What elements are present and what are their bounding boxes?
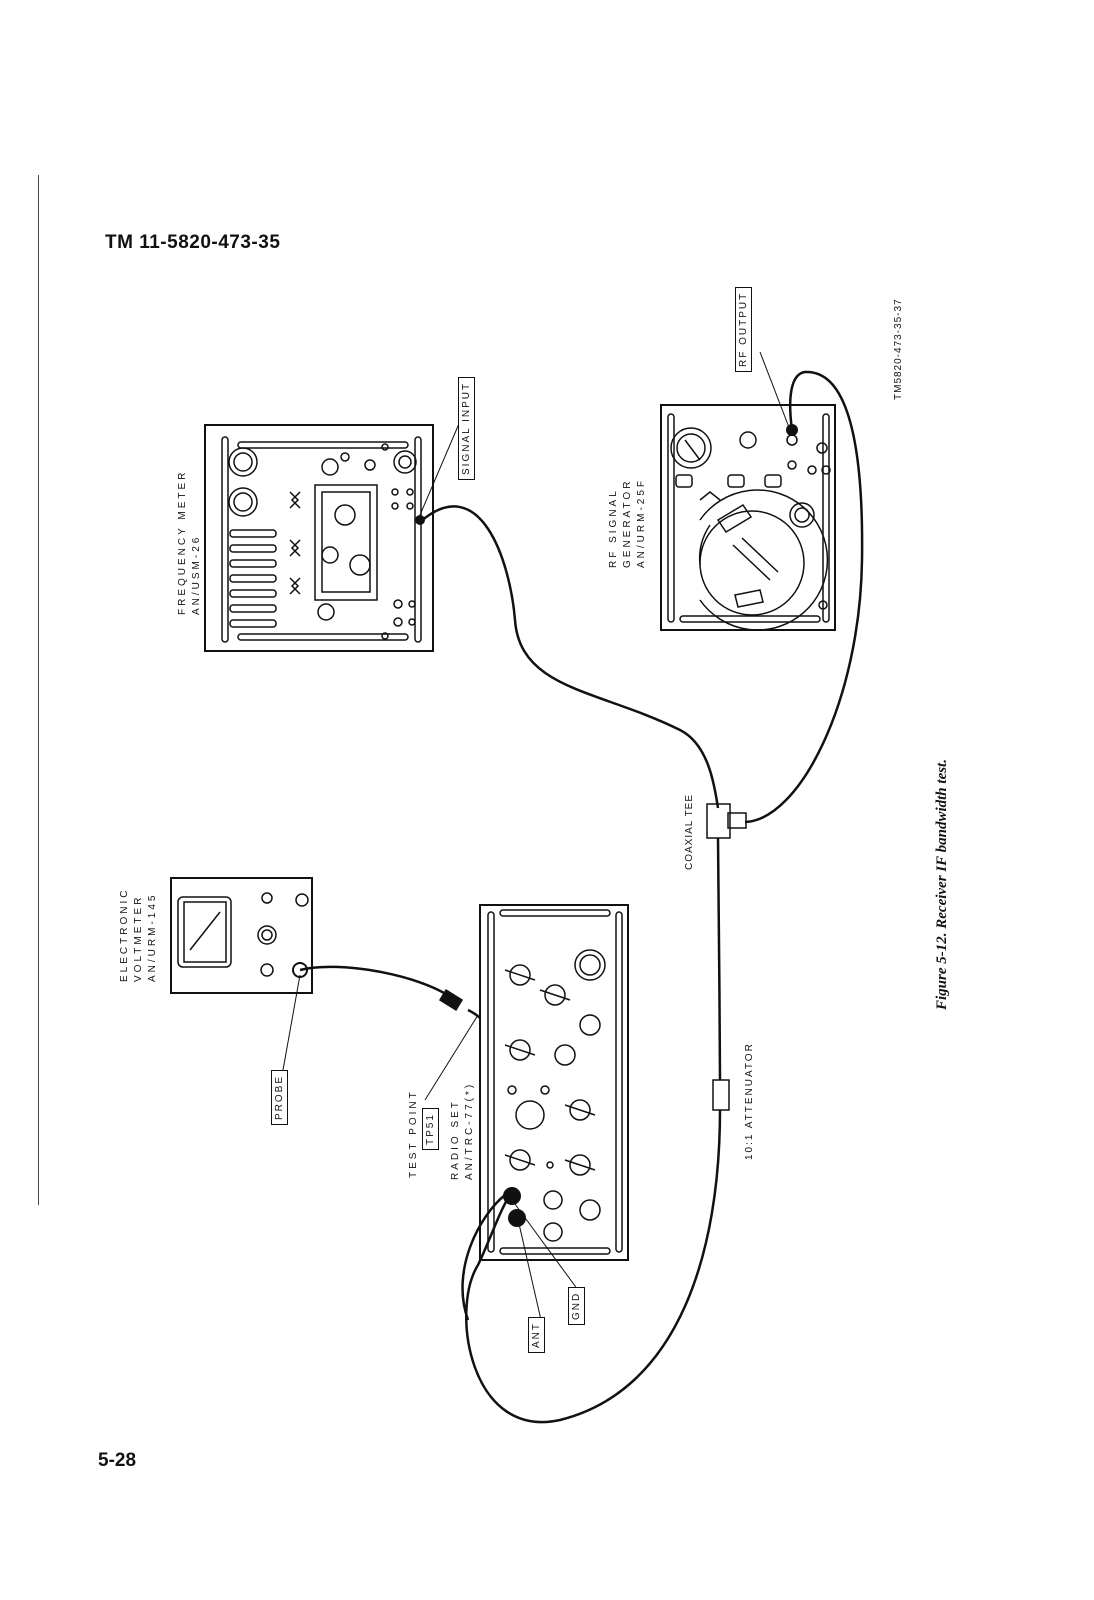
test-point-label: TEST POINT [408,1089,419,1178]
radio-set-label: RADIO SET AN/TRC-77(*) [450,1081,475,1180]
frequency-meter-unit [204,424,434,652]
left-margin-rule [38,175,39,1205]
page-number: 5-28 [98,1450,137,1471]
probe-body [438,988,464,1012]
rf-signal-generator-unit [660,404,836,631]
tp51-label: TP51 [422,1108,439,1150]
probe-label: PROBE [271,1069,288,1125]
ant-jack [503,1187,521,1205]
coaxial-tee-label: COAXIAL TEE [684,793,695,870]
ant-label: ANT [528,1317,545,1353]
electronic-voltmeter-label: ELECTRONIC VOLTMETER AN/URM-145 [119,887,158,982]
figure-caption: Figure 5-12. Receiver IF bandwidth test. [934,759,950,1010]
signal-input-jack [415,515,425,525]
attenuator-label: 10:1 ATTENUATOR [744,1042,755,1160]
frequency-meter-label: FREQUENCY METER AN/USM-26 [177,469,202,615]
rf-output-label: RF OUTPUT [735,286,752,372]
gnd-jack [508,1209,526,1227]
coaxial-tee-body [706,803,731,839]
signal-input-label: SIGNAL INPUT [458,376,475,480]
rf-output-jack [786,424,798,436]
electronic-voltmeter-unit [170,877,313,994]
gnd-label: GND [568,1286,585,1325]
rf-signal-generator-label: RF SIGNAL GENERATOR AN/URM-25F [608,477,647,568]
drawing-id: TM5820-473-35-37 [893,298,904,400]
document-number: TM 11-5820-473-35 [105,232,281,253]
cables [299,370,864,1424]
attenuator-body [712,1079,730,1111]
radio-set-unit [479,904,629,1261]
